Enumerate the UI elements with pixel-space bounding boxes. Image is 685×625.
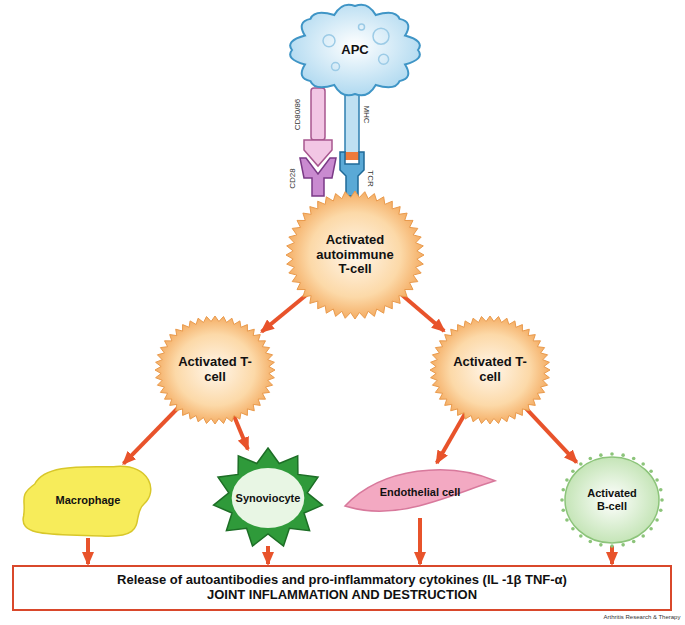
vesicle [373,28,389,44]
macrophage-body [23,466,151,536]
b-cell-dot [561,488,565,492]
receptor-label: TCR [365,170,374,186]
b-cell: Activated B-cell [560,452,664,548]
mhc-stem [345,88,359,154]
tcr-receptor [340,152,364,196]
cell-label: Activated autoimmune T-cell [312,233,398,278]
cd80-stem [311,88,325,140]
receptor-label: MHC [362,105,371,123]
b-cell-dot [561,508,565,512]
cell-label: Endothelial cell [380,486,461,499]
vesicle [323,35,335,47]
activation-arrow [124,407,179,464]
outcome-border [13,566,671,610]
endothelial-cell: Endothelial cell [345,464,495,520]
activation-arrow [418,518,422,564]
antigen [345,152,359,160]
b-cell-dot [660,498,664,502]
t-cell: Activated autoimmune T-cell [285,190,425,320]
activation-arrow [610,546,614,564]
b-cell-dot [610,452,614,456]
cell-label: Activated T-cell [177,355,253,385]
b-cell-dot [621,453,625,457]
cell-label: APC [341,43,368,58]
b-cell-dot [579,462,583,466]
vesicle [359,24,365,30]
b-cell-dot [632,457,636,461]
b-cell-dot [589,540,593,544]
b-cell-dot [621,543,625,547]
b-cell-dot [655,518,659,522]
b-cell-dot [655,478,659,482]
credit-note: Arthritis Research & Therapy [604,614,681,620]
b-cell-dot [565,478,569,482]
apc-body [290,5,420,96]
t-cell-body [286,191,424,319]
activation-arrow [525,408,576,463]
activation-arrow [266,546,270,564]
synoviocyte-body [214,448,323,546]
cell-label: Activated B-cell [580,487,644,512]
b-cell-dot [649,527,653,531]
b-cell-dot [589,457,593,461]
cd28-receptor [300,158,336,196]
vesicle [379,54,389,64]
t-cell-body [155,316,275,424]
b-cell-body [565,457,659,543]
b-cell-dot [599,543,603,547]
b-cell-dot [571,527,575,531]
synoviocyte-cell: Synoviocyte [213,448,323,548]
cell-label: Activated T-cell [452,355,528,385]
activation-arrow [437,414,465,463]
cell-label: Macrophage [56,494,121,507]
outcome-text: Release of autoantibodies and pro-inflam… [117,573,567,588]
b-cell-dot [565,518,569,522]
b-cell-dot [560,498,564,502]
activation-arrow [234,416,248,449]
apc-cell: APC [290,4,420,96]
b-cell-dot [641,462,645,466]
macrophage-cell: Macrophage [18,460,158,540]
vesicle [332,63,340,71]
receptor-label: CD28 [287,168,296,188]
outcome-box: Release of autoantibodies and pro-inflam… [12,565,672,611]
activation-arrow [262,294,308,331]
receptor-label: CD80/86 [293,98,302,130]
b-cell-dot [632,540,636,544]
b-cell-dot [649,470,653,474]
activation-arrow [402,295,444,331]
cell-label: Synoviocyte [236,492,301,505]
activation-arrow [86,538,90,564]
b-cell-dot [599,453,603,457]
outcome-heading: JOINT INFLAMMATION AND DESTRUCTION [207,588,477,603]
endothelial-body [345,470,495,511]
b-cell-dot [659,508,663,512]
t-cell: Activated T-cell [154,315,276,425]
b-cell-dot [610,544,614,548]
b-cell-dot [641,534,645,538]
b-cell-dot [579,534,583,538]
b-cell-dot [571,470,575,474]
t-cell-body [430,316,550,424]
synoviocyte-core [232,468,305,528]
t-cell: Activated T-cell [429,315,551,425]
b-cell-dot [659,488,663,492]
